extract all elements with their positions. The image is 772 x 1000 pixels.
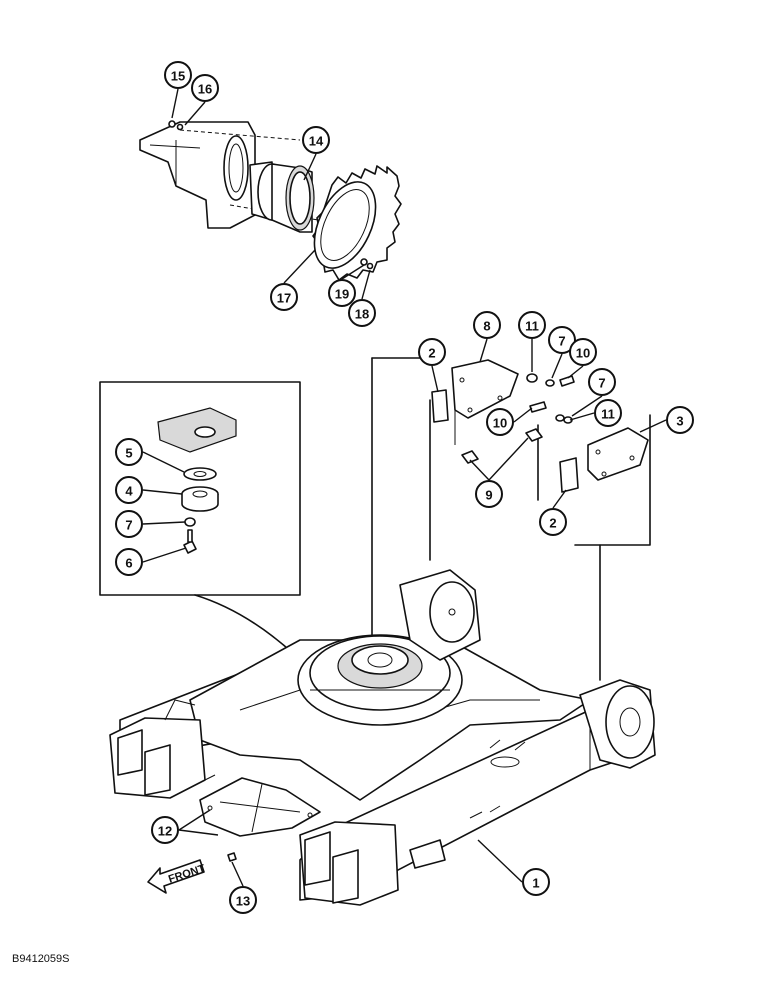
callout-11: 11 [594, 399, 622, 427]
sprocket [312, 165, 402, 281]
callout-circle [164, 61, 192, 89]
callout-circle [418, 338, 446, 366]
callout-number: 4 [125, 484, 133, 499]
callout-circle [588, 368, 616, 396]
callout-9: 9 [475, 480, 503, 508]
callout-7: 7 [588, 368, 616, 396]
callout-circle [302, 126, 330, 154]
callout-circle [594, 399, 622, 427]
callout-number: 15 [171, 69, 185, 84]
callout-circle [539, 508, 567, 536]
callout-2: 2 [418, 338, 446, 366]
callout-circle [328, 279, 356, 307]
callout-number: 7 [558, 334, 565, 349]
callout-number: 19 [335, 287, 349, 302]
callout-18: 18 [348, 299, 376, 327]
callout-circle [475, 480, 503, 508]
track-frame [109, 569, 656, 906]
callout-circle [348, 299, 376, 327]
callout-number: 16 [198, 82, 212, 97]
callout-number: 18 [355, 307, 369, 322]
callout-number: 9 [485, 488, 492, 503]
callout-number: 8 [483, 319, 490, 334]
callout-15: 15 [164, 61, 192, 89]
callout-number: 2 [549, 516, 556, 531]
callout-number: 5 [125, 446, 132, 461]
callout-circle [270, 283, 298, 311]
callout-19: 19 [328, 279, 356, 307]
figure-id: B9412059S [12, 953, 70, 965]
callout-number: 10 [576, 346, 590, 361]
callout-11: 11 [518, 311, 546, 339]
callout-number: 7 [125, 518, 132, 533]
callout-2: 2 [539, 508, 567, 536]
callout-number: 11 [525, 319, 539, 334]
callout-circle [522, 868, 550, 896]
callout-number: 7 [598, 376, 605, 391]
callout-number: 3 [676, 414, 683, 429]
callout-number: 6 [125, 556, 132, 571]
leader-lines [142, 88, 667, 887]
callout-circle [473, 311, 501, 339]
callout-number: 1 [532, 876, 539, 891]
final-drive-assembly [139, 120, 402, 281]
callout-8: 8 [473, 311, 501, 339]
callout-number: 17 [277, 291, 291, 306]
callout-circle [151, 816, 179, 844]
callout-13: 13 [229, 886, 257, 914]
callout-circle [548, 326, 576, 354]
callout-circle [666, 406, 694, 434]
callout-number: 13 [236, 894, 250, 909]
callout-1: 1 [522, 868, 550, 896]
callout-number: 2 [428, 346, 435, 361]
detail-inset [99, 381, 321, 681]
callout-3: 3 [666, 406, 694, 434]
callout-10: 10 [486, 408, 514, 436]
callout-16: 16 [191, 74, 219, 102]
callout-circle [115, 510, 143, 538]
callout-4: 4 [115, 476, 143, 504]
callout-number: 12 [158, 824, 172, 839]
callout-circle [115, 548, 143, 576]
callout-number: 10 [493, 416, 507, 431]
callout-5: 5 [115, 438, 143, 466]
callout-circle [115, 438, 143, 466]
callout-circle [115, 476, 143, 504]
callout-circle [229, 886, 257, 914]
callout-12: 12 [151, 816, 179, 844]
callout-circle [486, 408, 514, 436]
callout-7: 7 [115, 510, 143, 538]
swing-bearing [297, 634, 463, 726]
callout-14: 14 [302, 126, 330, 154]
callout-6: 6 [115, 548, 143, 576]
callout-circle [569, 338, 597, 366]
callout-7: 7 [548, 326, 576, 354]
callout-17: 17 [270, 283, 298, 311]
callout-group: 15 16 14 17 19 18 8 11 7 10 2 7 11 10 3 9 2 5 4 7 6 12 1 13 [115, 61, 694, 914]
callout-number: 11 [601, 407, 615, 422]
front-arrow: FRONT [147, 859, 207, 894]
callout-circle [518, 311, 546, 339]
callout-10: 10 [569, 338, 597, 366]
callout-number: 14 [309, 134, 324, 149]
callout-circle [191, 74, 219, 102]
